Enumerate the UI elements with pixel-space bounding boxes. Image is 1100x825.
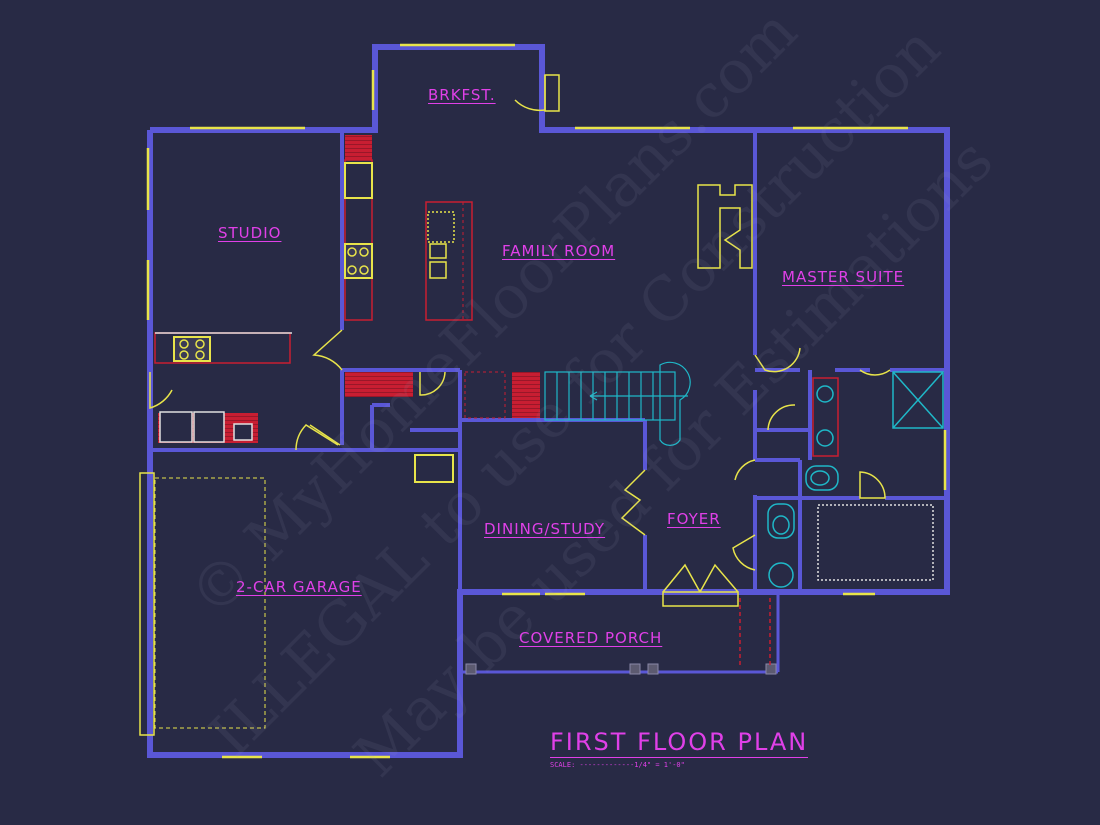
garage-water-heater [414,454,454,483]
room-label-garage: 2-CAR GARAGE [236,578,362,596]
porch-columns [465,663,777,675]
door-swings [149,74,891,607]
room-label-family-room: FAMILY ROOM [502,242,616,260]
studio-counter [154,332,292,364]
exterior-walls [147,44,950,758]
fireplace [697,184,753,269]
laundry-appliances [158,411,258,443]
porch-outline [460,592,780,674]
room-label-foyer: FOYER [667,510,721,528]
room-label-master-suite: MASTER SUITE [782,268,905,286]
kitchen-cabinets [344,135,540,419]
plan-title: FIRST FLOOR PLAN [550,728,809,758]
garage-car-outline [154,477,266,729]
staircase [544,361,691,446]
plan-scale: SCALE: -------------1/4" = 1'-0" [550,761,685,769]
windows [146,43,947,759]
watermark-line-2: ILLEGAL to use for Construction [196,13,954,771]
room-label-studio: STUDIO [218,224,282,242]
room-label-breakfast: BRKFST. [428,86,496,104]
watermark-line-3: May be used for Estimations [341,125,1006,790]
bath-fixtures [767,371,944,588]
garage-door [139,472,155,736]
interior-walls [150,130,947,592]
room-label-covered-porch: COVERED PORCH [519,629,663,647]
room-label-dining-study: DINING/STUDY [484,520,606,538]
